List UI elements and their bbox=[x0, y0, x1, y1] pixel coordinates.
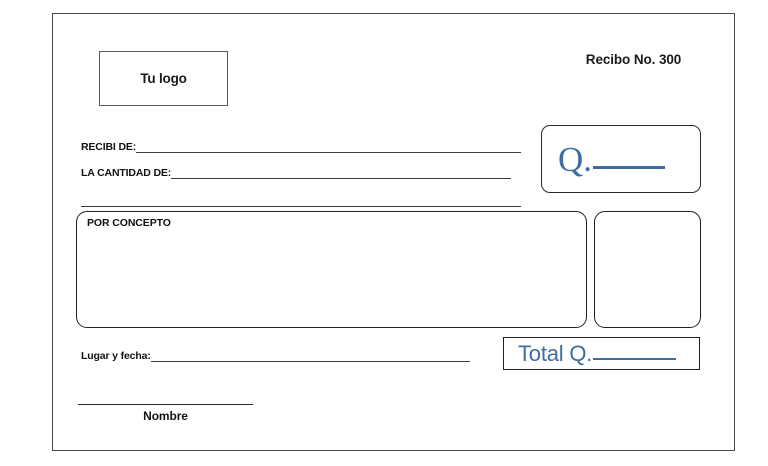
field-row-recibi-de: RECIBI DE: bbox=[81, 141, 522, 153]
concepto-box[interactable]: POR CONCEPTO bbox=[76, 211, 587, 328]
amount-input-line[interactable] bbox=[593, 165, 666, 169]
signature-line[interactable] bbox=[78, 403, 253, 405]
logo-placeholder-text: Tu logo bbox=[140, 71, 187, 86]
total-box-inner: Total Q. bbox=[504, 340, 677, 366]
cantidad-de-label: LA CANTIDAD DE: bbox=[81, 167, 172, 179]
total-box[interactable]: Total Q. bbox=[503, 337, 700, 370]
currency-symbol-quetzal: Q. bbox=[558, 139, 593, 179]
receipt-outer-frame: Tu logo Recibo No. 300 RECIBI DE: LA CAN… bbox=[52, 13, 735, 451]
logo-placeholder-box[interactable]: Tu logo bbox=[99, 51, 228, 106]
recibi-de-input-line[interactable] bbox=[136, 141, 522, 153]
signature-block: Nombre bbox=[78, 403, 253, 423]
amount-box[interactable]: Q. bbox=[541, 125, 701, 193]
recibi-de-label: RECIBI DE: bbox=[81, 141, 137, 153]
lugar-y-fecha-label: Lugar y fecha: bbox=[81, 350, 151, 362]
field-row-lugar-y-fecha: Lugar y fecha: bbox=[81, 350, 470, 362]
side-detail-box[interactable] bbox=[594, 211, 701, 328]
amount-box-inner: Q. bbox=[542, 139, 666, 179]
field-row-cantidad-de: LA CANTIDAD DE: bbox=[81, 167, 512, 179]
cantidad-de-input-line[interactable] bbox=[171, 167, 512, 179]
cantidad-de-continuation-line[interactable] bbox=[81, 195, 521, 207]
total-input-line[interactable] bbox=[593, 357, 677, 360]
signature-caption: Nombre bbox=[143, 409, 188, 423]
receipt-number-label: Recibo No. 300 bbox=[585, 52, 682, 67]
total-label: Total Q. bbox=[518, 340, 593, 366]
lugar-y-fecha-input-line[interactable] bbox=[150, 350, 470, 362]
concepto-label: POR CONCEPTO bbox=[87, 217, 171, 229]
